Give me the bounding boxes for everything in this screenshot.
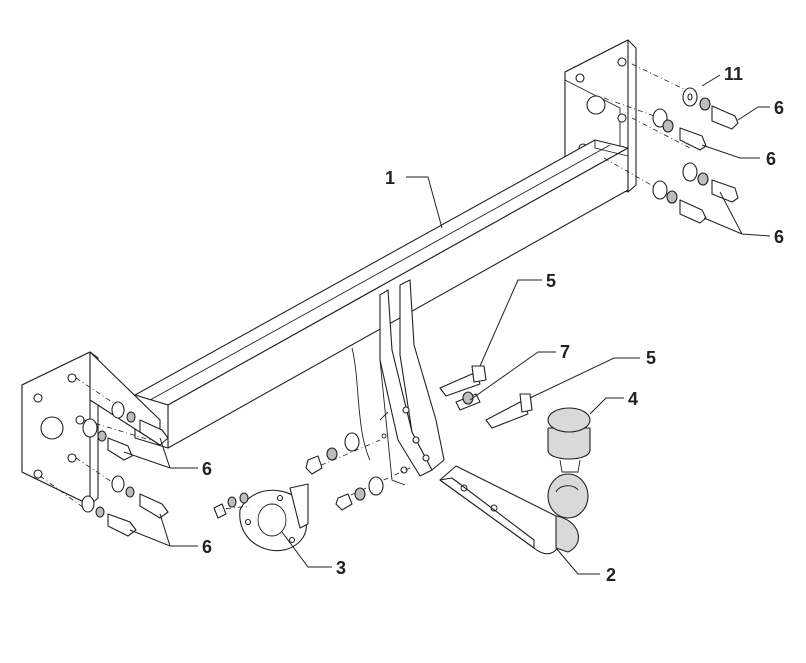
ball-cover-cap bbox=[547, 407, 591, 473]
center-drop-brackets bbox=[351, 279, 445, 486]
left-fasteners bbox=[39, 377, 169, 537]
callout-6-upper-left: 6 bbox=[202, 459, 212, 479]
callout-2: 2 bbox=[606, 565, 616, 585]
right-fasteners bbox=[603, 63, 739, 224]
callout-5-upper: 5 bbox=[546, 271, 556, 291]
callout-11: 11 bbox=[724, 64, 743, 84]
leader-lines bbox=[123, 74, 771, 575]
center-bolts bbox=[439, 365, 533, 429]
callout-6-lower-left: 6 bbox=[202, 537, 212, 557]
tow-ball-arm bbox=[439, 465, 589, 555]
callout-6-mid-right: 6 bbox=[766, 149, 776, 169]
center-nuts bbox=[305, 432, 411, 511]
callout-1: 1 bbox=[385, 168, 395, 188]
callout-labels: 1 2 3 4 5 5 6 6 6 6 7 11 bbox=[202, 64, 784, 585]
callout-6-top-right: 6 bbox=[774, 98, 784, 118]
callout-5-lower: 5 bbox=[646, 348, 656, 368]
callout-3: 3 bbox=[336, 558, 346, 578]
callout-7: 7 bbox=[560, 342, 570, 362]
socket-plate bbox=[213, 483, 309, 552]
callout-4: 4 bbox=[628, 389, 638, 409]
callout-6-bottom-right: 6 bbox=[774, 227, 784, 247]
